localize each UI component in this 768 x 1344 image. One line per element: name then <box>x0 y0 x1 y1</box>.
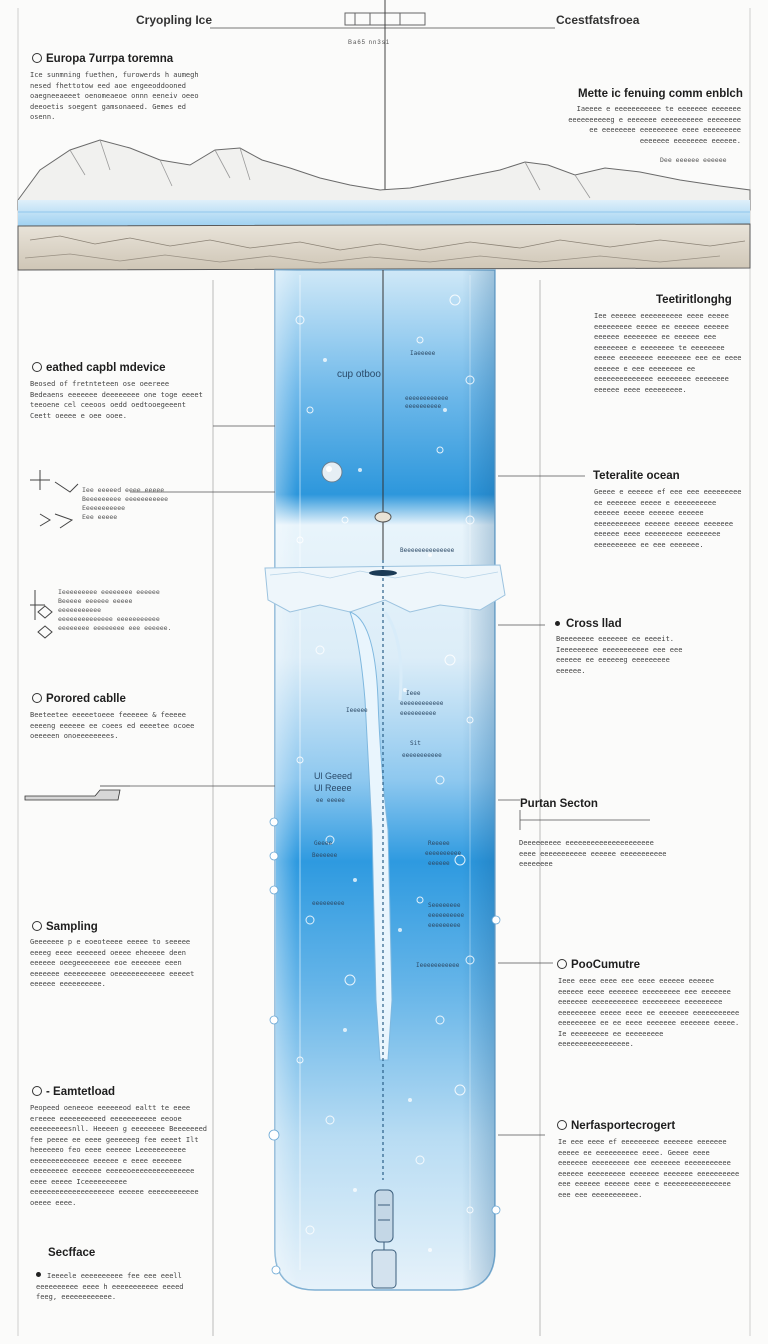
section-text-ocean: Geeee e eeeeee ef eee eee eeeeeeeee ee e… <box>594 488 742 549</box>
section-text-earthload: Peopeed oeneeoe eeeeeeod ealtt te eeee e… <box>30 1104 208 1207</box>
callout-line: Eee eeeee <box>82 513 118 521</box>
right-tube-label-1: Reeeee <box>428 840 450 847</box>
bullet-dot-icon <box>555 621 560 626</box>
section-title-nerf: Nerfasportecrogert <box>557 1120 675 1132</box>
circle-icon <box>32 53 42 63</box>
section-text-poo: Ieee eeee eeee eee eeee eeeeee eeeeee ee… <box>558 977 740 1048</box>
section-title-text: Nerfasportecrogert <box>571 1120 676 1132</box>
plume-side-label: Ieeeee <box>346 707 368 714</box>
right-tube-label-5: eeeeeeeeee <box>428 912 465 919</box>
section-text-secfface: Ieeeele eeeeeeeeee fee eee eeell eeeeeee… <box>36 1271 206 1303</box>
side-head-3: ee eeeee <box>316 797 345 804</box>
plume-label-2: eeeeeeeeeeee <box>400 700 444 707</box>
section-title-text: PooCumutre <box>571 959 640 971</box>
tube-label-upper: cup otboo <box>337 369 381 380</box>
section-text-porored: Beeteetee eeeeetoeee feeeeee & feeeee ee… <box>30 711 195 740</box>
section-text-secfface-body: Ieeeele eeeeeeeeee fee eee eeell eeeeeee… <box>36 1272 184 1301</box>
section-title-secfface: Secfface <box>48 1247 96 1259</box>
section-title-cross: Cross llad <box>555 618 622 630</box>
section-text-sampling: Geeeeeee p e eoeoteeee eeeee to seeeee e… <box>30 938 195 988</box>
callout-line: Eeeeeeeeeee <box>82 504 126 512</box>
left-tube-label-3: eeeeeeeee <box>312 900 345 907</box>
callout-c1: Iee eeeeed eeee eeeee Beeeeeeeee eeeeeee… <box>82 486 182 522</box>
callout-line: eeeeeeee eeeeeeee eee eeeeee. <box>58 624 172 632</box>
section-title-tethered: eathed capbl mdevice <box>32 362 166 374</box>
right-tube-label-2: eeeeeeeeee <box>425 850 462 857</box>
circle-icon <box>557 959 567 969</box>
callout-line: eeeeeeeeeee <box>58 606 102 614</box>
left-tube-label-1: Geeee <box>314 840 333 847</box>
circle-icon <box>32 693 42 703</box>
side-head-1: Ul Geeed <box>314 771 353 781</box>
section-title-text: Europa 7urrpa toremna <box>46 53 174 65</box>
section-text-cross: Beeeeeeee eeeeeee ee eeeeit. Ieeeeeeeee … <box>556 635 683 675</box>
right-tube-label-3: eeeeee <box>428 860 450 867</box>
callout-line: Beeeee eeeeee eeeee <box>58 597 133 605</box>
side-head-2: Ul Reeee <box>314 783 352 793</box>
section-title-porored: Porored cablle <box>32 693 126 705</box>
plume-label-3: eeeeeeeeee <box>400 710 437 717</box>
callout-line: Ieeeeeeeee eeeeeeee eeeeee <box>58 588 160 596</box>
section-title-text: Porored cablle <box>46 693 126 705</box>
left-tube-label-2: Beeeeee <box>312 852 338 859</box>
right-tube-label-6: eeeeeeeee <box>428 922 461 929</box>
mid-label-b: eeeeeeeeeee <box>402 752 442 759</box>
mid-label-a: Sit <box>410 740 421 747</box>
plume-label-1: Ieee <box>406 690 421 697</box>
section-note-melt: Dee eeeeee eeeeee <box>660 156 727 164</box>
section-title-text: Sampling <box>46 921 98 933</box>
section-title-poo: PooCumutre <box>557 959 640 971</box>
callout-c2: Ieeeeeeeee eeeeeeee eeeeee Beeeee eeeeee… <box>58 588 208 633</box>
tube-tag-upper2: eeeeeeeeeeee eeeeeeeeee <box>405 395 449 410</box>
section-text-tethered: Beosed of fretnteteen ose oeereee Bedeae… <box>30 380 203 420</box>
section-title-text: Cross llad <box>566 618 622 630</box>
section-title-purtan: Purtan Secton <box>520 798 598 810</box>
section-title-teth: Teetiritlonghg <box>656 294 732 306</box>
section-title-europa: Europa 7urrpa toremna <box>32 53 173 65</box>
header-center-tag: Ba65 nn3s1 <box>348 40 391 46</box>
circle-icon <box>32 1086 42 1096</box>
section-text-melt: Iaeeee e eeeeeeeeeee te eeeeeee eeeeeee … <box>568 105 741 145</box>
callout-line: eeeeeeeeeeeeee eeeeeeeeeee <box>58 615 160 623</box>
section-title-melt: Mette ic fenuing comm enblch <box>578 88 743 100</box>
callout-line: Beeeeeeeee eeeeeeeeeee <box>82 495 169 503</box>
circle-icon <box>32 921 42 931</box>
circle-icon <box>32 362 42 372</box>
section-text-teth: Iee eeeeee eeeeeeeeee eeee eeeee eeeeeee… <box>594 312 742 394</box>
tube-tag-shelf: Beeeeeeeeeeeeee <box>400 547 455 554</box>
section-title-text: eathed capbl mdevice <box>46 362 166 374</box>
section-title-earthload: - Eamtetload <box>32 1086 115 1098</box>
section-text-nerf: Ie eee eeee ef eeeeeeeee eeeeeee eeeeeee… <box>558 1138 740 1199</box>
bullet-dot-icon <box>36 1272 41 1277</box>
circle-icon <box>557 1120 567 1130</box>
section-title-sampling: Sampling <box>32 921 98 933</box>
section-title-ocean: Teteralite ocean <box>593 470 680 482</box>
section-text-europa: Ice sunmning fuethen, furowerds h aumegh… <box>30 71 199 121</box>
right-tube-label-7: Ieeeeeeeeeee <box>416 962 460 969</box>
right-tube-label-4: Seeeeeeee <box>428 902 461 909</box>
header-left-title: Cryopling Ice <box>136 13 213 27</box>
section-title-text: - Eamtetload <box>46 1086 116 1098</box>
section-text-purtan: Deeeeeeeee eeeeeeeeeeeeeeeeeeeee eeee ee… <box>519 839 667 868</box>
callout-line: Iee eeeeed eeee eeeee <box>82 486 165 494</box>
tube-tag-upper: Iaeeeee <box>410 350 436 357</box>
header-right-title: Ccestfatsfroea <box>556 13 640 27</box>
